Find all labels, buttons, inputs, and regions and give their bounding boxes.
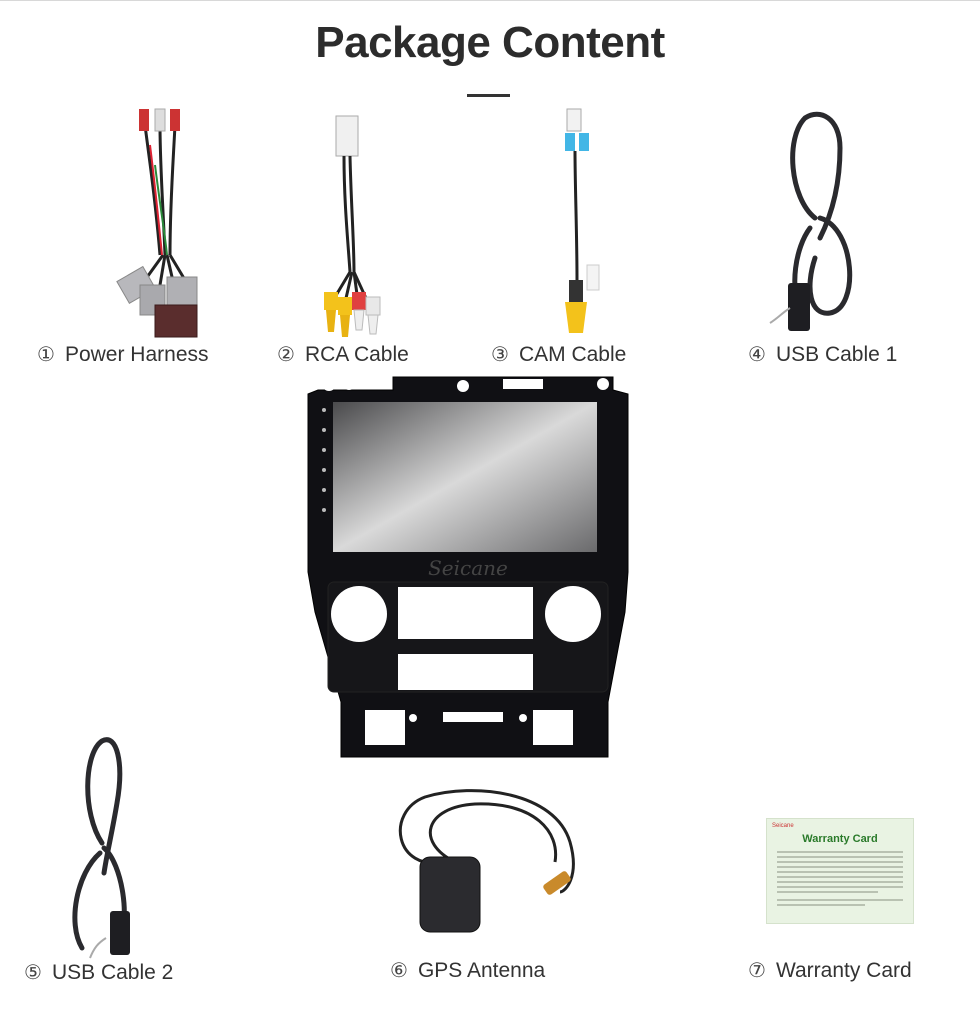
rca-cable-icon — [318, 112, 388, 342]
item-number: ⑤ — [24, 962, 42, 984]
item-name: Warranty Card — [775, 958, 912, 982]
item-name: Power Harness — [64, 342, 209, 366]
item-name: USB Cable 1 — [775, 342, 898, 366]
item-label-gps-antenna: ⑥ GPS Antenna — [390, 958, 545, 983]
power-harness-icon — [115, 105, 210, 345]
item-label-rca-cable: ② RCA Cable — [277, 342, 409, 367]
item-number: ② — [277, 344, 295, 366]
item-number: ④ — [748, 344, 766, 366]
item-name: RCA Cable — [304, 342, 409, 366]
warranty-card-brand: Seicane — [772, 823, 794, 829]
item-name: GPS Antenna — [417, 958, 546, 982]
item-number: ⑦ — [748, 960, 766, 982]
item-name: USB Cable 2 — [51, 960, 174, 984]
usb-cable-icon — [760, 108, 865, 338]
cam-cable-icon — [555, 105, 610, 340]
item-name: CAM Cable — [518, 342, 627, 366]
top-divider — [0, 0, 980, 1]
head-unit-brand: Seicane — [428, 556, 508, 580]
item-number: ⑥ — [390, 960, 408, 982]
page-title: Package Content — [315, 18, 665, 67]
item-label-warranty-card: ⑦ Warranty Card — [748, 958, 912, 983]
item-label-power-harness: ① Power Harness — [37, 342, 209, 367]
item-label-cam-cable: ③ CAM Cable — [491, 342, 626, 367]
usb-cable-icon — [62, 733, 142, 961]
item-label-usb-cable-2: ⑤ USB Cable 2 — [24, 960, 173, 985]
item-number: ① — [37, 344, 55, 366]
title-underline — [467, 94, 510, 97]
warranty-card-title: Warranty Card — [802, 833, 878, 845]
warranty-card-text-lines — [777, 851, 903, 909]
item-number: ③ — [491, 344, 509, 366]
warranty-card-icon: Seicane Warranty Card — [766, 818, 914, 924]
gps-antenna-icon — [385, 782, 590, 942]
item-label-usb-cable-1: ④ USB Cable 1 — [748, 342, 897, 367]
head-unit-image: Seicane — [303, 372, 633, 764]
